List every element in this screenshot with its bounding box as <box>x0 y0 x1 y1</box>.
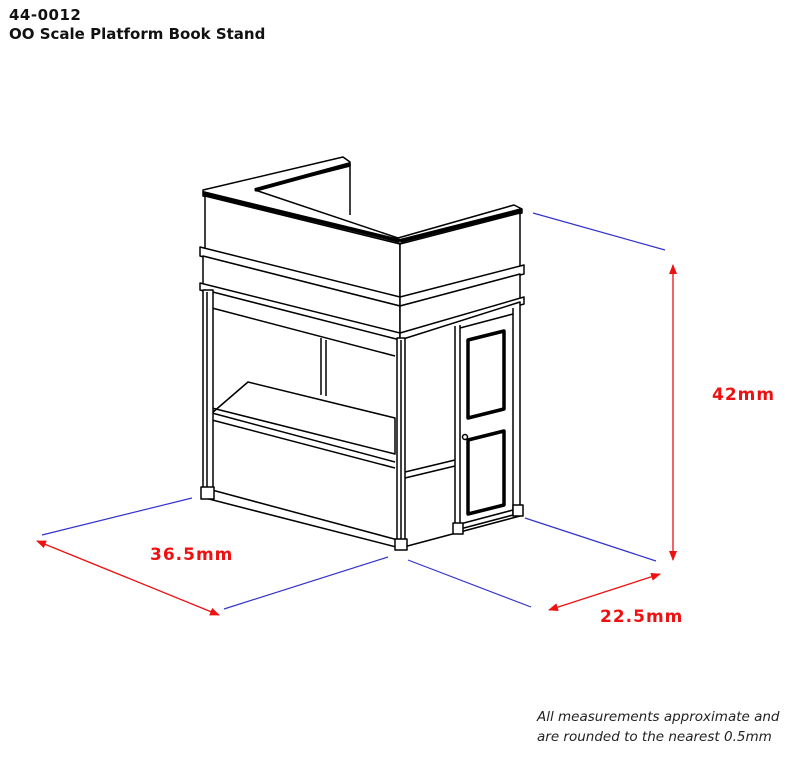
height-label: 42mm <box>712 385 776 405</box>
book-stand-model <box>199 156 525 551</box>
measurement-note: All measurements approximate and are rou… <box>537 707 780 747</box>
depth-label: 22.5mm <box>600 607 684 627</box>
extension-lines <box>41 212 666 610</box>
title-block: 44-0012 OO Scale Platform Book Stand <box>9 6 265 44</box>
depth-arrow <box>548 572 661 612</box>
width-label: 36.5mm <box>150 545 234 565</box>
width-arrow <box>36 540 220 616</box>
side-face <box>399 301 521 549</box>
corner-post <box>394 337 524 551</box>
product-name: OO Scale Platform Book Stand <box>9 25 266 43</box>
door-knob-icon <box>461 433 469 441</box>
note-line-1: All measurements approximate and <box>537 709 780 725</box>
door <box>461 329 506 516</box>
front-face <box>200 289 401 549</box>
product-code: 44-0012 <box>9 6 82 24</box>
upper-fascia <box>199 195 525 341</box>
dimension-arrows <box>36 264 677 616</box>
note-line-2: are rounded to the nearest 0.5mm <box>537 729 772 745</box>
